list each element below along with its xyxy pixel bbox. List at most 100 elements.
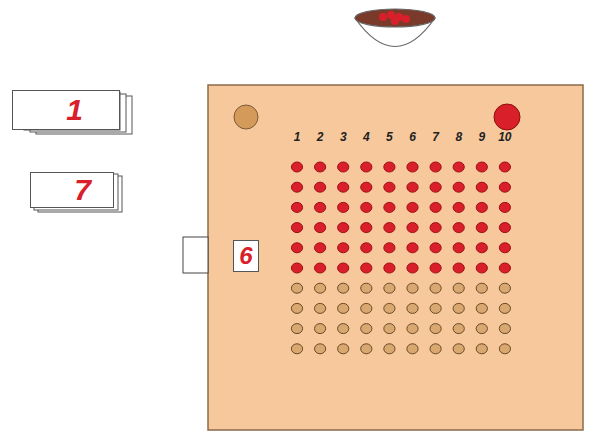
red-bead: [430, 223, 441, 233]
red-bead: [291, 162, 302, 172]
red-bead: [315, 182, 326, 192]
red-bead: [291, 202, 302, 212]
red-bead: [384, 243, 395, 253]
red-bead: [338, 162, 349, 172]
red-bead: [476, 243, 487, 253]
bead-hole: [315, 283, 326, 293]
bead: [379, 13, 387, 21]
red-bead: [453, 162, 464, 172]
bead-hole: [384, 344, 395, 354]
bead-hole: [361, 344, 372, 354]
bead-hole: [384, 303, 395, 313]
red-bead: [315, 263, 326, 273]
bead-hole: [407, 303, 418, 313]
column-number: 9: [479, 131, 486, 143]
red-bead: [499, 263, 510, 273]
red-bead: [499, 202, 510, 212]
bead-hole: [291, 283, 302, 293]
card-number: 6: [239, 244, 252, 268]
red-bead: [338, 182, 349, 192]
red-bead: [315, 202, 326, 212]
column-number: 2: [317, 131, 324, 143]
red-counter: [494, 104, 520, 130]
red-bead: [291, 223, 302, 233]
bead-hole: [453, 324, 464, 334]
bead: [402, 15, 410, 23]
red-bead: [338, 223, 349, 233]
red-bead: [453, 263, 464, 273]
bead-hole: [430, 324, 441, 334]
red-bead: [453, 202, 464, 212]
bead-hole: [499, 324, 510, 334]
bead-hole: [430, 344, 441, 354]
red-bead: [338, 202, 349, 212]
red-bead: [453, 182, 464, 192]
column-number: 6: [409, 131, 416, 143]
red-bead: [453, 223, 464, 233]
column-number: 3: [340, 131, 347, 143]
red-bead: [315, 223, 326, 233]
red-bead: [384, 162, 395, 172]
bead-hole: [361, 303, 372, 313]
red-bead: [291, 182, 302, 192]
bead-hole: [476, 344, 487, 354]
red-bead: [361, 182, 372, 192]
red-bead: [384, 182, 395, 192]
bead-hole: [361, 324, 372, 334]
red-bead: [476, 162, 487, 172]
number-card: 1: [12, 90, 120, 130]
bead-hole: [407, 324, 418, 334]
red-bead: [407, 202, 418, 212]
red-bead: [430, 243, 441, 253]
bead-hole: [291, 324, 302, 334]
red-bead: [338, 243, 349, 253]
red-bead: [407, 162, 418, 172]
card-number: 1: [66, 95, 83, 125]
column-number: 8: [455, 131, 462, 143]
red-bead: [476, 223, 487, 233]
red-bead: [407, 223, 418, 233]
bead-hole: [453, 303, 464, 313]
bead-hole: [315, 324, 326, 334]
red-bead: [407, 182, 418, 192]
red-bead: [430, 182, 441, 192]
card-slot: [183, 237, 208, 273]
bead-hole: [453, 283, 464, 293]
column-number: 5: [386, 131, 393, 143]
bead-hole: [291, 344, 302, 354]
red-bead: [361, 263, 372, 273]
multiplier-card: 6: [233, 240, 259, 272]
red-bead: [338, 263, 349, 273]
bead-hole: [430, 303, 441, 313]
red-bead: [476, 182, 487, 192]
bead-hole: [361, 283, 372, 293]
red-bead: [384, 223, 395, 233]
red-bead: [499, 243, 510, 253]
red-bead: [453, 243, 464, 253]
red-bead: [361, 223, 372, 233]
red-bead: [291, 243, 302, 253]
column-number: 4: [363, 131, 370, 143]
bead: [391, 17, 399, 25]
bead-hole: [338, 283, 349, 293]
bead-hole: [315, 303, 326, 313]
red-bead: [499, 162, 510, 172]
red-bead: [315, 162, 326, 172]
bead-hole: [384, 283, 395, 293]
red-bead: [476, 263, 487, 273]
number-card: 7: [30, 172, 114, 208]
bead-hole: [453, 344, 464, 354]
board: [208, 85, 583, 430]
red-bead: [291, 263, 302, 273]
bead-hole: [338, 324, 349, 334]
bead-hole: [338, 344, 349, 354]
red-bead: [361, 162, 372, 172]
bead-hole: [338, 303, 349, 313]
bowl-rim: [355, 9, 435, 27]
bead-hole: [499, 303, 510, 313]
bead-hole: [384, 324, 395, 334]
red-bead: [499, 223, 510, 233]
red-bead: [430, 202, 441, 212]
bead-hole: [407, 344, 418, 354]
red-bead: [499, 182, 510, 192]
